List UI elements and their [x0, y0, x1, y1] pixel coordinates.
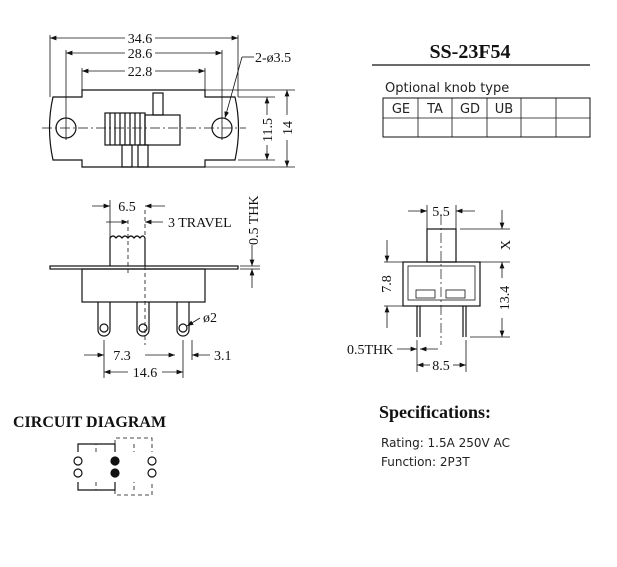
dim-13-4: 13.4	[498, 286, 513, 311]
dim-x: X	[499, 240, 514, 250]
knob-type-table: GE TA GD UB	[382, 97, 591, 138]
dim-14-6: 14.6	[133, 366, 158, 381]
dim-14: 14	[281, 121, 296, 135]
circuit-diagram-title: CIRCUIT DIAGRAM	[13, 414, 166, 431]
dim-22-8: 22.8	[128, 65, 153, 80]
dim-3-1: 3.1	[214, 349, 232, 364]
specs-title: Specifications:	[379, 402, 491, 422]
spec-rating: Rating: 1.5A 250V AC	[381, 436, 510, 450]
circuit-diagram	[73, 437, 157, 496]
dim-5-5: 5.5	[432, 205, 450, 220]
dim-travel: 3 TRAVEL	[168, 216, 232, 231]
front-view: 5.5 X 13.4 7.8 0.5THK 8.5	[347, 205, 514, 374]
knob-table-label: Optional knob type	[385, 81, 509, 96]
knob-cell-ub: UB	[495, 102, 513, 117]
dim-front-thk: 0.5THK	[347, 343, 393, 358]
dim-8-5: 8.5	[432, 359, 450, 374]
top-view: 34.6 28.6 22.8 2-ø3.5 11.5 14	[42, 32, 296, 168]
knob-cell-ta: TA	[426, 102, 443, 117]
dim-thk: 0.5 THK	[247, 195, 262, 245]
dim-7-3: 7.3	[113, 349, 131, 364]
dim-6-5: 6.5	[118, 200, 136, 215]
knob-cell-ge: GE	[392, 102, 410, 117]
dim-28-6: 28.6	[128, 47, 153, 62]
knob-cell-gd: GD	[460, 102, 480, 117]
dim-7-8: 7.8	[380, 275, 395, 293]
dim-pin-hole: ø2	[203, 311, 217, 326]
dim-34-6: 34.6	[128, 32, 153, 47]
part-title: SS-23F54	[429, 41, 510, 63]
spec-function: Function: 2P3T	[381, 455, 470, 469]
dim-11-5: 11.5	[261, 118, 276, 142]
side-view: 6.5 3 TRAVEL 0.5 THK ø2 7.3 3.1 14.6	[49, 195, 262, 381]
dim-holes: 2-ø3.5	[255, 51, 291, 66]
